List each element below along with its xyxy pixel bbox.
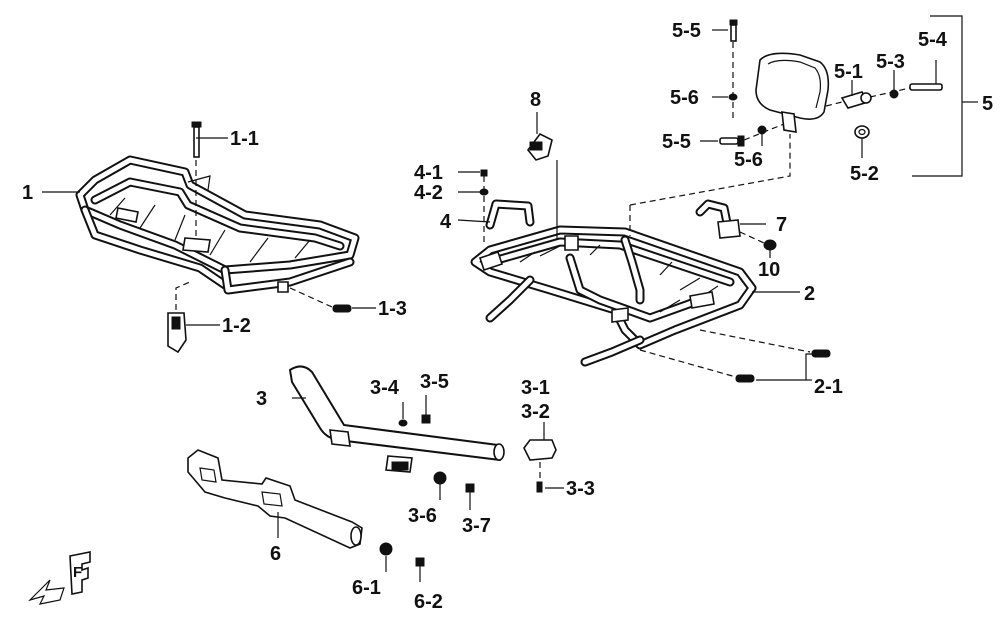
front-direction-icon: [27, 551, 91, 605]
label-2: 2: [804, 283, 815, 305]
label-1-2: 1-2: [222, 315, 251, 337]
bolt-4-1: [480, 169, 488, 177]
nut-3-6: [433, 471, 447, 485]
bolt-2-1-bottom: [735, 374, 755, 383]
support-bar-6: [187, 449, 363, 549]
label-3-2: 3-2: [521, 401, 550, 423]
label-7: 7: [776, 214, 787, 236]
group-bracket-5: [912, 15, 963, 177]
nut-6-1: [379, 542, 393, 556]
bolt-3-7: [465, 483, 475, 493]
label-6: 6: [270, 543, 281, 565]
label-10: 10: [758, 259, 780, 281]
label-1-3: 1-3: [378, 298, 407, 320]
label-3-1: 3-1: [521, 377, 550, 399]
bracket-4: [485, 199, 535, 230]
callout-labels: 1 1-1 1-2 1-3 2 2-1 3 3-1 3-2 3-3 3-4 3-…: [22, 20, 993, 613]
bolt-3-5: [421, 414, 431, 424]
label-1-1: 1-1: [230, 128, 259, 150]
hook-8: [526, 132, 553, 161]
label-2-1: 2-1: [814, 376, 843, 398]
grip-3-1: [523, 439, 557, 461]
assembly-line: [699, 329, 811, 353]
label-5-6-side: 5-6: [734, 149, 763, 171]
bolt-6-2: [415, 557, 425, 567]
label-3-5: 3-5: [420, 371, 449, 393]
bolt-5-5-side: [719, 135, 745, 147]
label-5-5-side: 5-5: [662, 131, 691, 153]
label-3-3: 3-3: [566, 478, 595, 500]
assembly-line: [639, 349, 737, 378]
assembly-line: [869, 87, 911, 98]
washer-5-6-side: [757, 125, 767, 135]
bolt-10: [763, 239, 777, 251]
label-1: 1: [22, 182, 33, 204]
hinge-5-1: [840, 91, 872, 109]
label-4: 4: [440, 211, 452, 233]
bushing-5-2: [854, 125, 870, 139]
label-5-5-top: 5-5: [672, 20, 701, 42]
label-5-4: 5-4: [918, 29, 948, 51]
label-6-2: 6-2: [414, 591, 443, 613]
leader-4: [457, 219, 491, 223]
label-3-4: 3-4: [370, 377, 400, 399]
label-6-1: 6-1: [352, 577, 381, 599]
leader-2-1: [756, 353, 830, 381]
assembly-line: [175, 281, 191, 310]
label-3: 3: [256, 388, 267, 410]
label-5: 5: [982, 93, 993, 115]
assembly-line: [743, 123, 785, 141]
label-4-1: 4-1: [414, 162, 443, 184]
screw-3-3: [536, 481, 543, 493]
orientation-mark: F: [73, 564, 82, 581]
front-rack: [75, 155, 360, 295]
assembly-line: [289, 287, 333, 308]
pin-5-4: [909, 83, 943, 91]
label-5-6-top: 5-6: [670, 87, 699, 109]
assembly-line: [629, 134, 791, 236]
bolt-5-5-top: [729, 19, 738, 42]
bracket-7: [695, 199, 741, 239]
bolt-1-1: [191, 121, 202, 158]
assembly-line: [825, 101, 843, 107]
bolt-1-3: [332, 304, 352, 313]
label-5-3: 5-3: [876, 51, 905, 73]
label-5-1: 5-1: [834, 61, 863, 83]
label-3-7: 3-7: [462, 515, 491, 537]
rear-rack-frame: [470, 225, 757, 367]
washer-3-4: [398, 419, 408, 427]
clamp-1-2: [167, 312, 187, 354]
backrest-5: [755, 52, 830, 133]
grab-handle-3: [289, 365, 505, 473]
label-3-6: 3-6: [408, 505, 437, 527]
assembly-line: [739, 231, 765, 244]
label-5-2: 5-2: [850, 163, 879, 185]
label-4-2: 4-2: [414, 182, 443, 204]
label-8: 8: [530, 89, 541, 111]
